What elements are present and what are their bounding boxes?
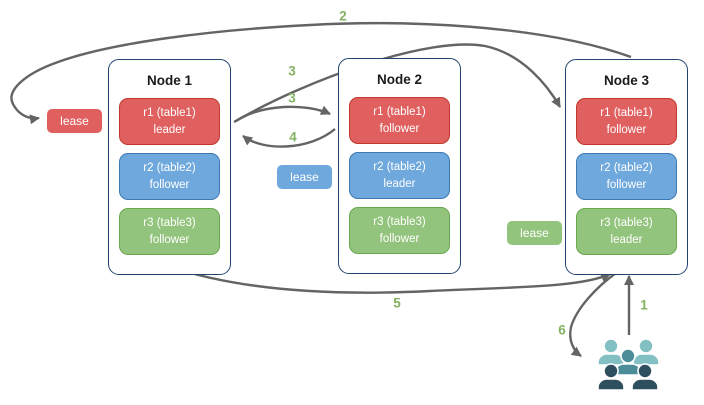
step-label-4: 4 — [289, 129, 297, 145]
range-role: leader — [153, 123, 186, 136]
step-label-2: 2 — [339, 8, 347, 24]
lease-badge-r3: lease — [507, 221, 562, 245]
node-1-range-r2: r2 (table2) follower — [119, 153, 220, 200]
node-3-title: Node 3 — [603, 73, 649, 88]
range-role: leader — [610, 233, 643, 246]
node-1: Node 1 r1 (table1) leader r2 (table2) fo… — [108, 59, 231, 275]
range-label: r1 (table1) — [143, 107, 196, 120]
node-1-range-r3: r3 (table3) follower — [119, 208, 220, 255]
lease-badge-r2: lease — [277, 165, 332, 189]
range-role: follower — [606, 123, 647, 136]
node-3-range-r3: r3 (table3) leader — [576, 208, 677, 255]
node-2-range-r1: r1 (table1) follower — [349, 97, 450, 144]
node-2-range-r3: r3 (table3) follower — [349, 207, 450, 254]
step-label-3b: 3 — [288, 90, 296, 106]
step-label-1: 1 — [640, 297, 648, 313]
arrow-step3-replicate-to-node2 — [235, 105, 331, 123]
range-label: r1 (table1) — [600, 107, 653, 120]
node-1-range-r1: r1 (table1) leader — [119, 98, 220, 145]
range-label: r1 (table1) — [373, 106, 426, 119]
range-role: leader — [383, 177, 416, 190]
step-label-3a: 3 — [288, 63, 296, 79]
node-3-range-r2: r2 (table2) follower — [576, 153, 677, 200]
node-1-title: Node 1 — [146, 73, 192, 88]
lease-badge-r1: lease — [47, 109, 102, 133]
range-role: follower — [149, 178, 190, 191]
users-icon — [597, 338, 660, 391]
range-label: r3 (table3) — [600, 217, 653, 230]
step-label-5: 5 — [393, 295, 401, 311]
range-label: r3 (table3) — [373, 216, 426, 229]
node-2-range-r2: r2 (table2) leader — [349, 152, 450, 199]
node-3-range-r1: r1 (table1) follower — [576, 98, 677, 145]
range-role: follower — [149, 233, 190, 246]
node-2: Node 2 r1 (table1) follower r2 (table2) … — [338, 58, 461, 274]
node-2-title: Node 2 — [376, 72, 422, 87]
range-label: r2 (table2) — [373, 161, 426, 174]
range-label: r2 (table2) — [600, 162, 653, 175]
range-role: follower — [379, 122, 420, 135]
step-label-6: 6 — [558, 322, 566, 338]
arrow-step2-lease-transfer — [10, 22, 632, 125]
range-label: r2 (table2) — [143, 162, 196, 175]
range-role: follower — [379, 232, 420, 245]
range-label: r3 (table3) — [143, 217, 196, 230]
node-3: Node 3 r1 (table1) follower r2 (table2) … — [565, 59, 688, 275]
range-role: follower — [606, 178, 647, 191]
